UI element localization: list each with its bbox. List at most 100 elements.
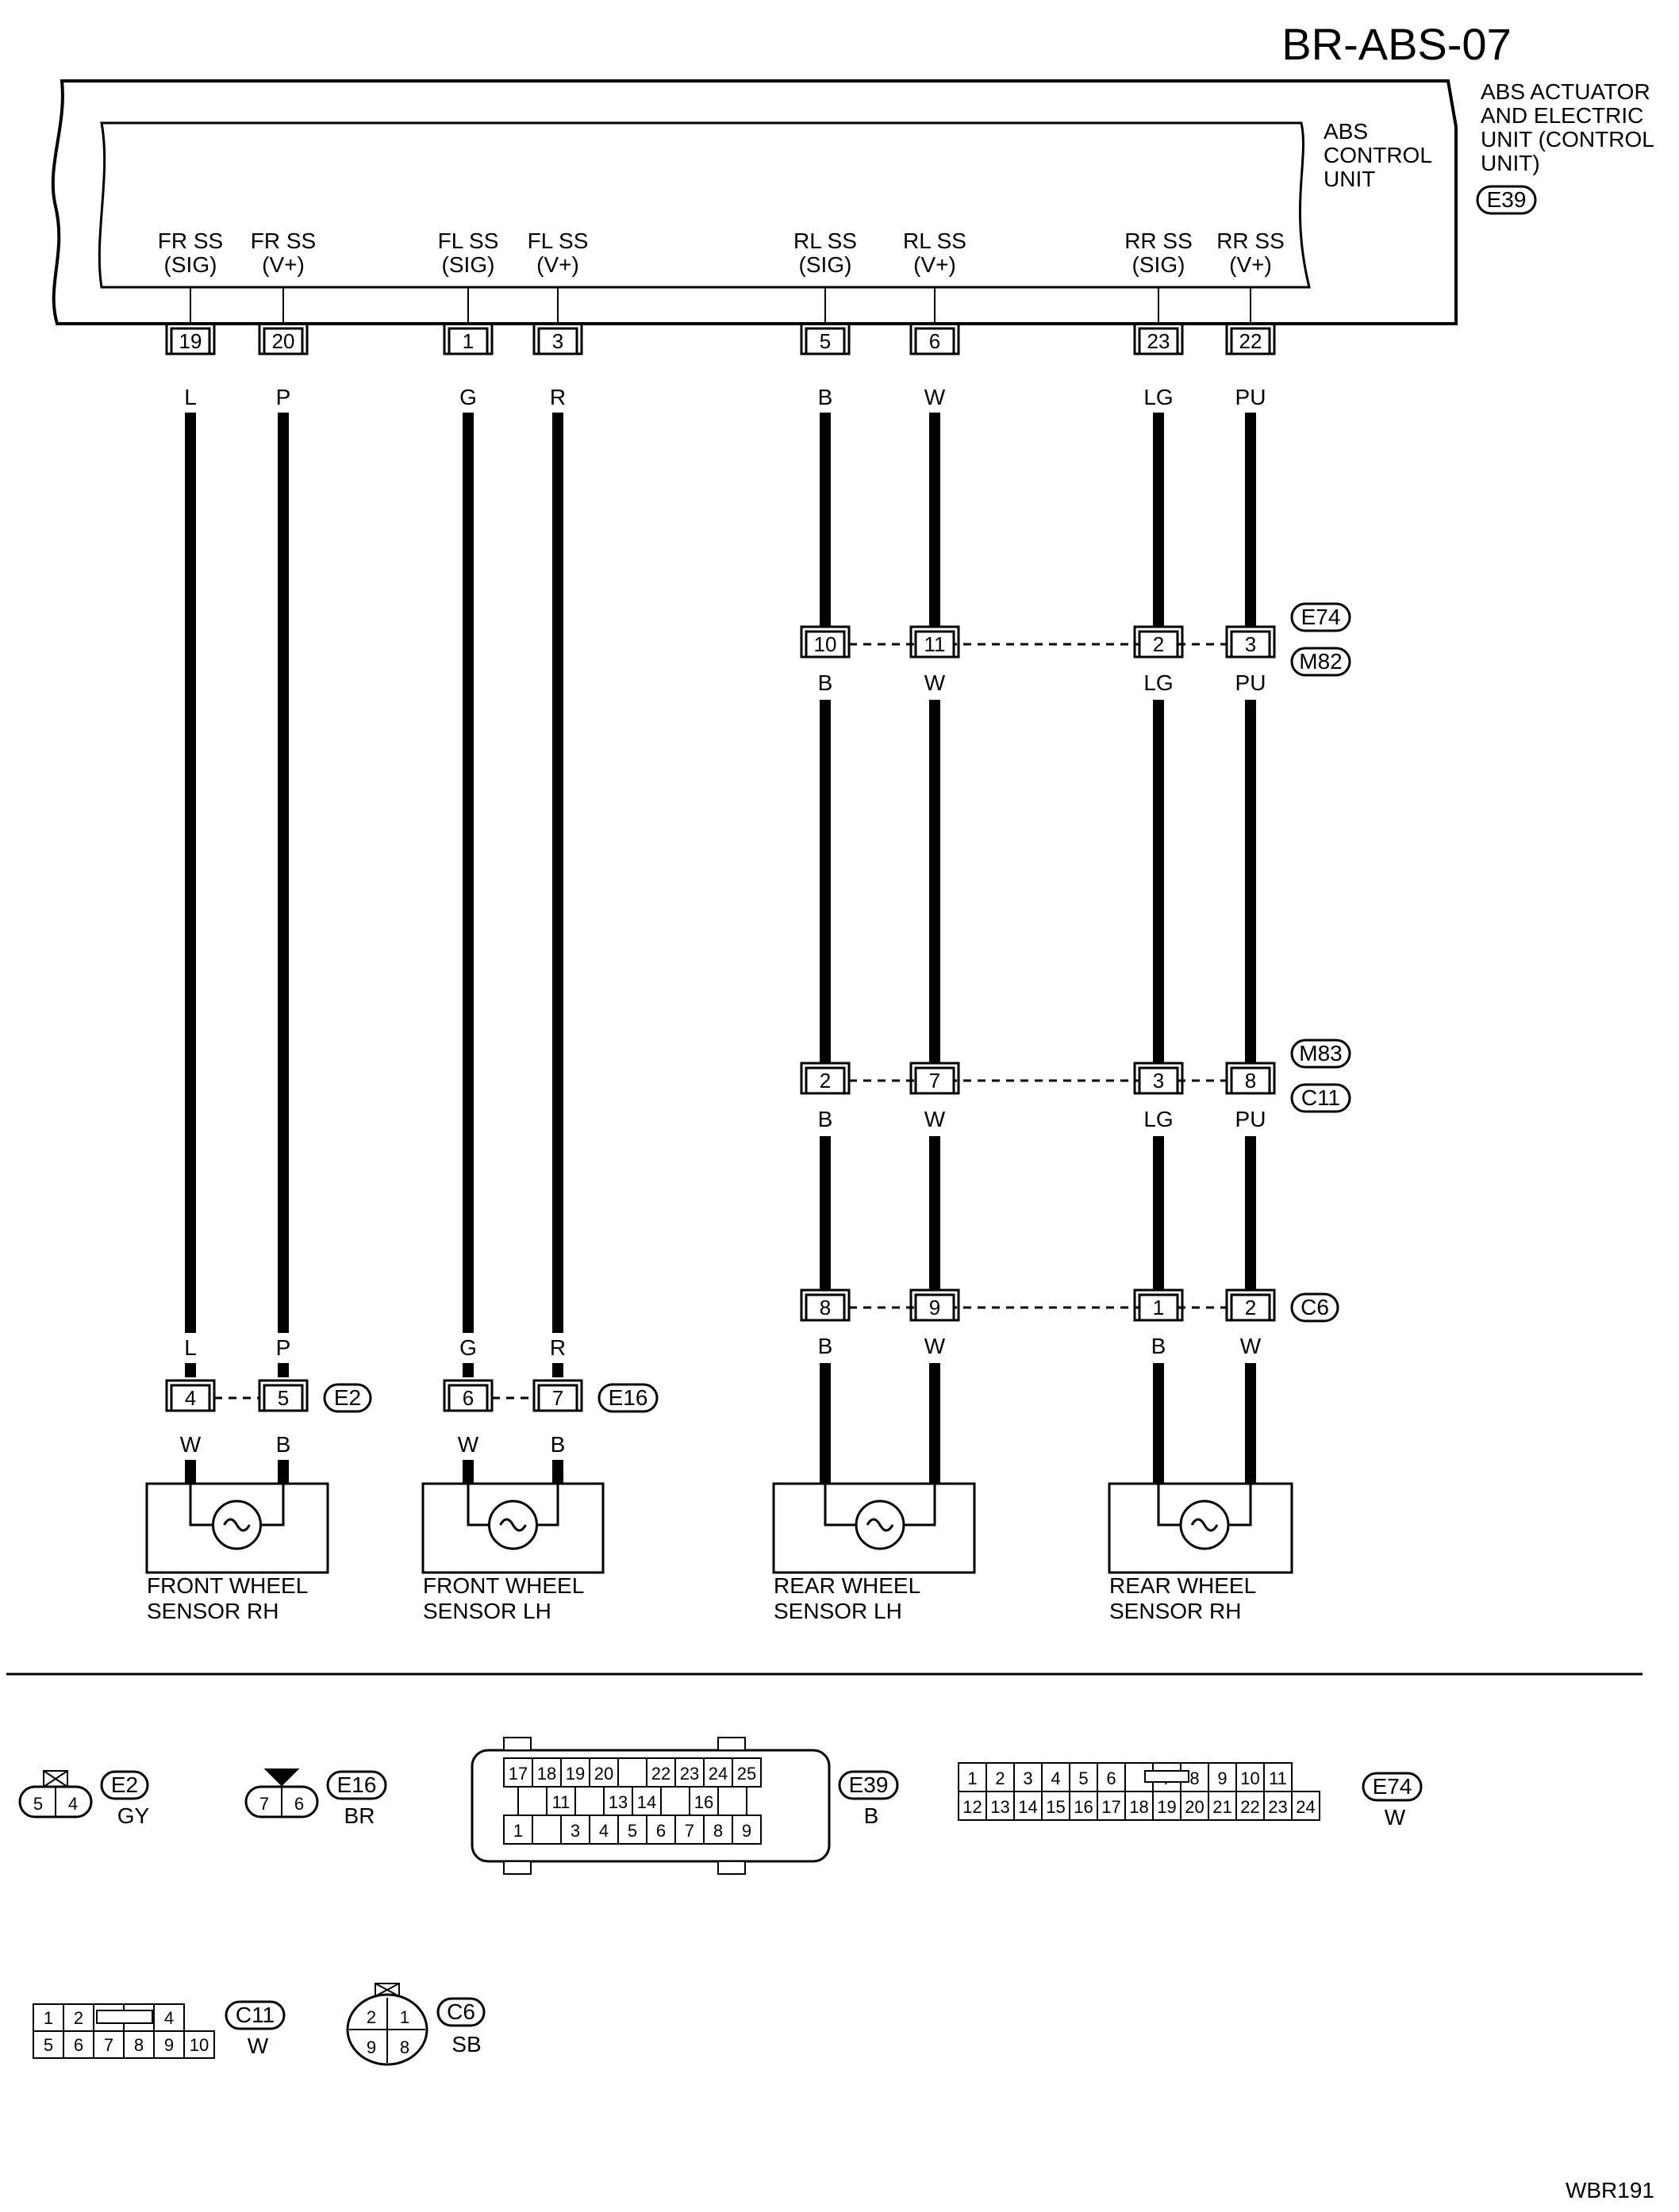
column-rlss-v: RL SS(V+)6W: [903, 228, 966, 627]
sensor-body: [421, 1482, 605, 1574]
e74-cell: [1208, 1791, 1237, 1821]
junction-pin-pin: [1230, 630, 1271, 659]
pin-number: 7: [259, 1794, 269, 1814]
pin-function: (V+): [536, 252, 579, 277]
pin-function: RL SS: [903, 228, 966, 253]
e74-cell: [958, 1791, 987, 1821]
unit-pin-number: 23: [1147, 329, 1170, 353]
e74-cell: [1291, 1791, 1320, 1821]
abs-control-unit-box: [98, 121, 1311, 289]
e74-pin-number: 15: [1046, 1797, 1065, 1817]
junction-pin-number: 8: [820, 1296, 831, 1319]
e39-cell: [617, 1815, 647, 1845]
c11-pin-number: 6: [74, 2035, 83, 2055]
wire-color: R: [550, 385, 566, 409]
junction-pin-pin: [914, 1293, 955, 1322]
column-flss-sig: FL SS(SIG)1GG: [438, 228, 499, 1360]
sensor-pin-number: 5: [278, 1386, 289, 1410]
wire-color: W: [924, 670, 946, 695]
c11-cell: [93, 2030, 125, 2059]
c11-pin-number: 7: [104, 2035, 113, 2055]
locking-tab: [503, 1737, 532, 1751]
connector-tag-e74-label: E74: [1301, 605, 1341, 629]
junction-pin-pin: [1138, 630, 1179, 659]
connector-color: SB: [451, 2032, 481, 2056]
e39-cell: [732, 1757, 762, 1788]
latch-icon: [263, 1768, 300, 1787]
unit-pin-pin: [914, 327, 955, 355]
junction-pin-number: 2: [1245, 1296, 1256, 1319]
junction-pin-number: 11: [924, 632, 946, 656]
e39-pin-number: 3: [571, 1821, 580, 1841]
junction-pin-pin: [914, 630, 955, 659]
latch-icon: [43, 1770, 68, 1788]
unit-pin-pin: [805, 327, 846, 355]
sensor-lead: [536, 1484, 559, 1527]
connector-tag-e39-outline: [1476, 185, 1537, 215]
wire-color: L: [184, 1335, 197, 1360]
e39-cell: [717, 1786, 747, 1816]
e74-pin-number: 8: [1189, 1768, 1199, 1788]
junction-pin-number: 2: [820, 1069, 831, 1093]
c11-pin-number: 4: [164, 2008, 174, 2028]
connector-tag-e74-view-label: E74: [1373, 1774, 1412, 1799]
wire-color: PU: [1235, 1107, 1266, 1131]
wire-color: B: [1151, 1334, 1166, 1358]
e39-pin-number: 24: [709, 1764, 728, 1784]
sensor-pin-number: 4: [185, 1386, 196, 1410]
junction-pin-number: 3: [1245, 632, 1256, 656]
sensor-name: SENSOR LH: [423, 1599, 551, 1623]
pin-number: 6: [294, 1794, 304, 1814]
c11-cell: [153, 2030, 185, 2059]
junction-pin-pin: [1138, 1293, 1179, 1322]
e74-pin-number: 22: [1240, 1797, 1259, 1817]
connector-tag-e74-view-outline: [1362, 1772, 1423, 1802]
page-code: BR-ABS-07: [1281, 19, 1511, 69]
e74-pin-number: 6: [1106, 1768, 1116, 1788]
sensor-name: REAR WHEEL: [774, 1573, 920, 1598]
wire-color: B: [818, 670, 833, 695]
pin-function: FL SS: [528, 228, 589, 253]
e39-cell: [546, 1786, 576, 1816]
wire-color: R: [550, 1335, 566, 1360]
unit-pin-pin: [1230, 327, 1271, 355]
e39-pin-number: 22: [651, 1764, 670, 1784]
e74-pin-number: 24: [1296, 1797, 1315, 1817]
e74-pin-number: 1: [967, 1768, 977, 1788]
e74-pin-number: 12: [962, 1797, 982, 1817]
e74-pin-number: 14: [1018, 1797, 1037, 1817]
wire-color: PU: [1235, 385, 1266, 409]
sensor-pin-number: 7: [552, 1386, 563, 1410]
connector-view-c11: 12345678910C11W: [33, 2000, 286, 2059]
connector-tag-e39-view-outline: [838, 1770, 899, 1800]
e74-cell: [986, 1791, 1015, 1821]
e39-pin-number: 13: [609, 1792, 628, 1812]
locking-tab: [717, 1861, 746, 1875]
connector-tag-e39-view-label: E39: [849, 1772, 889, 1797]
wire-color: B: [276, 1432, 291, 1457]
e74-pin-number: 3: [1023, 1768, 1032, 1788]
e39-pin-number: 25: [737, 1764, 756, 1784]
e74-pin-number: 10: [1240, 1768, 1259, 1788]
e74-cell: [1263, 1762, 1293, 1792]
e74-pin-number: 18: [1129, 1797, 1148, 1817]
connector-tag-e16-outline: [597, 1383, 659, 1413]
pin-number: 5: [33, 1794, 43, 1814]
junction-pin-pin: [1230, 1293, 1271, 1322]
wire-color: W: [180, 1432, 202, 1457]
e74-pin-number: 21: [1212, 1797, 1231, 1817]
pin-function: RR SS: [1216, 228, 1285, 253]
e74-pin-number: 17: [1101, 1797, 1120, 1817]
pin-function: (SIG): [1132, 252, 1185, 277]
sensor-name: FRONT WHEEL: [147, 1573, 308, 1598]
wire-color: PU: [1235, 670, 1266, 695]
